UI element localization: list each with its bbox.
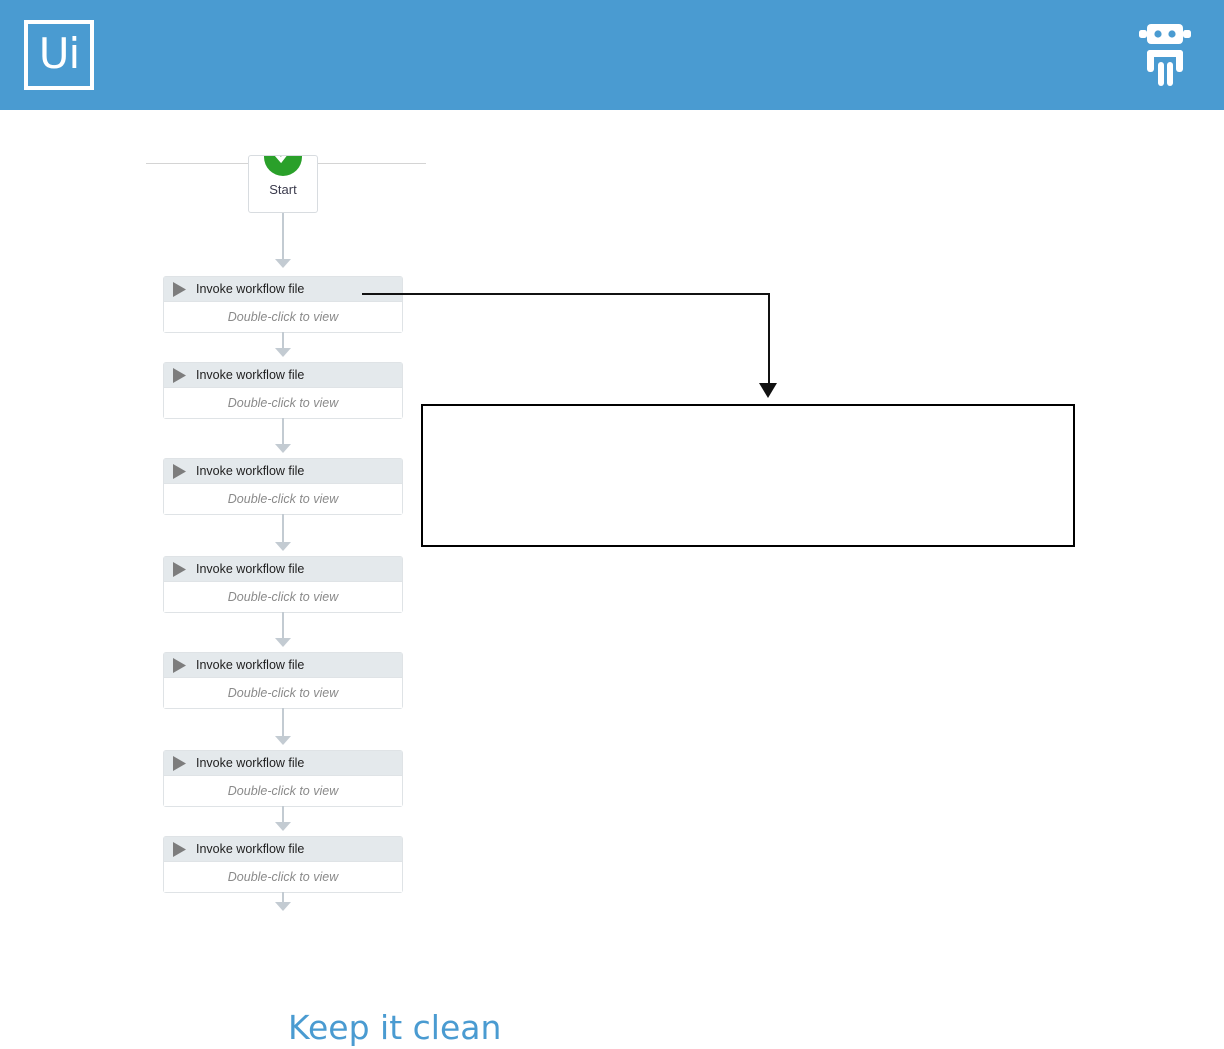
invoke-workflow-node-body[interactable]: Double-click to view bbox=[164, 862, 402, 892]
play-triangle-icon bbox=[173, 463, 186, 479]
play-triangle-icon bbox=[173, 367, 186, 383]
invoke-workflow-node[interactable]: Invoke workflow file Double-click to vie… bbox=[163, 836, 403, 893]
green-check-circle-icon bbox=[264, 156, 302, 176]
invoke-workflow-node-title: Invoke workflow file bbox=[196, 756, 305, 770]
invoke-workflow-node[interactable]: Invoke workflow file Double-click to vie… bbox=[163, 276, 403, 333]
workflow-canvas[interactable]: Start Invoke workflow file Double-click … bbox=[0, 110, 1224, 1049]
invoke-workflow-node-hint: Double-click to view bbox=[227, 784, 339, 798]
connector-arrowhead bbox=[275, 736, 291, 745]
invoke-workflow-node-hint: Double-click to view bbox=[227, 310, 339, 324]
play-triangle-icon bbox=[173, 841, 186, 857]
connector-line bbox=[282, 213, 284, 259]
callout-leader-vertical bbox=[768, 293, 770, 383]
connector-arrowhead bbox=[275, 259, 291, 268]
invoke-workflow-node-body[interactable]: Double-click to view bbox=[164, 484, 402, 514]
invoke-workflow-node-title: Invoke workflow file bbox=[196, 658, 305, 672]
connector-line bbox=[282, 708, 284, 736]
connector-arrowhead bbox=[275, 638, 291, 647]
invoke-workflow-node-header[interactable]: Invoke workflow file bbox=[164, 459, 402, 484]
app-header: Ui bbox=[0, 0, 1224, 110]
invoke-workflow-node-header[interactable]: Invoke workflow file bbox=[164, 277, 402, 302]
play-triangle-icon bbox=[173, 561, 186, 577]
play-triangle-icon bbox=[173, 657, 186, 673]
invoke-workflow-node-body[interactable]: Double-click to view bbox=[164, 388, 402, 418]
connector-arrowhead bbox=[275, 902, 291, 911]
invoke-workflow-node-title: Invoke workflow file bbox=[196, 464, 305, 478]
invoke-workflow-node-header[interactable]: Invoke workflow file bbox=[164, 557, 402, 582]
callout-arrowhead bbox=[759, 383, 777, 398]
invoke-workflow-node-title: Invoke workflow file bbox=[196, 282, 305, 296]
invoke-workflow-node-header[interactable]: Invoke workflow file bbox=[164, 363, 402, 388]
callout-box[interactable] bbox=[421, 404, 1075, 547]
connector-line bbox=[282, 892, 284, 902]
play-triangle-icon bbox=[173, 281, 186, 297]
uipath-logo-text: Ui bbox=[38, 29, 80, 79]
invoke-workflow-node[interactable]: Invoke workflow file Double-click to vie… bbox=[163, 556, 403, 613]
invoke-workflow-node-hint: Double-click to view bbox=[227, 686, 339, 700]
connector-arrowhead bbox=[275, 542, 291, 551]
invoke-workflow-node-hint: Double-click to view bbox=[227, 590, 339, 604]
connector-arrowhead bbox=[275, 444, 291, 453]
start-node[interactable]: Start bbox=[248, 155, 318, 213]
connector-line bbox=[282, 332, 284, 348]
connector-line bbox=[282, 806, 284, 822]
invoke-workflow-node[interactable]: Invoke workflow file Double-click to vie… bbox=[163, 750, 403, 807]
invoke-workflow-node[interactable]: Invoke workflow file Double-click to vie… bbox=[163, 652, 403, 709]
invoke-workflow-node-header[interactable]: Invoke workflow file bbox=[164, 751, 402, 776]
connector-arrowhead bbox=[275, 348, 291, 357]
invoke-workflow-node-body[interactable]: Double-click to view bbox=[164, 582, 402, 612]
invoke-workflow-node-hint: Double-click to view bbox=[227, 396, 339, 410]
play-triangle-icon bbox=[173, 755, 186, 771]
connector-line bbox=[282, 514, 284, 542]
invoke-workflow-node-body[interactable]: Double-click to view bbox=[164, 678, 402, 708]
invoke-workflow-node-header[interactable]: Invoke workflow file bbox=[164, 837, 402, 862]
connector-line bbox=[282, 418, 284, 444]
invoke-workflow-node-hint: Double-click to view bbox=[227, 492, 339, 506]
connector-arrowhead bbox=[275, 822, 291, 831]
callout-leader-horizontal bbox=[362, 293, 770, 295]
invoke-workflow-node[interactable]: Invoke workflow file Double-click to vie… bbox=[163, 458, 403, 515]
invoke-workflow-node-title: Invoke workflow file bbox=[196, 562, 305, 576]
start-node-label: Start bbox=[269, 182, 297, 197]
invoke-workflow-node-hint: Double-click to view bbox=[227, 870, 339, 884]
caption-text: Keep it clean bbox=[288, 1008, 502, 1047]
robot-icon bbox=[1139, 24, 1191, 86]
check-glyph-icon bbox=[274, 156, 287, 164]
invoke-workflow-node-title: Invoke workflow file bbox=[196, 842, 305, 856]
invoke-workflow-node-body[interactable]: Double-click to view bbox=[164, 302, 402, 332]
connector-line bbox=[282, 612, 284, 638]
invoke-workflow-node-header[interactable]: Invoke workflow file bbox=[164, 653, 402, 678]
uipath-logo: Ui bbox=[24, 20, 94, 90]
invoke-workflow-node-body[interactable]: Double-click to view bbox=[164, 776, 402, 806]
invoke-workflow-node-title: Invoke workflow file bbox=[196, 368, 305, 382]
invoke-workflow-node[interactable]: Invoke workflow file Double-click to vie… bbox=[163, 362, 403, 419]
